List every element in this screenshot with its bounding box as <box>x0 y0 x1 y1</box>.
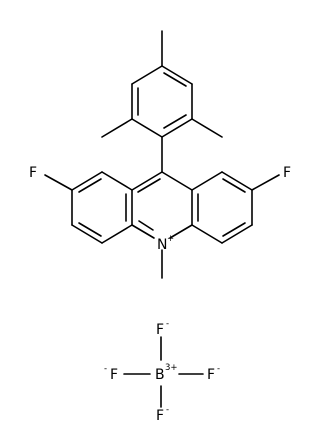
double-bond-inner <box>138 220 154 231</box>
nitrogen-charge: + <box>167 234 174 244</box>
bond <box>131 224 155 239</box>
central-ring <box>131 171 193 239</box>
double-bond-inner <box>78 222 102 237</box>
bond <box>221 171 253 191</box>
double-bond-inner <box>222 222 246 237</box>
left-benzo-ring <box>44 171 133 244</box>
bond <box>71 171 103 191</box>
bond <box>191 224 223 244</box>
bond <box>161 118 193 138</box>
right-benzo-ring <box>191 171 280 244</box>
double-bond-inner <box>163 72 187 87</box>
double-bond-inner <box>222 178 246 193</box>
bond <box>169 224 193 239</box>
ortho-methyl-right-bond <box>191 118 223 138</box>
bond <box>131 65 163 85</box>
bond <box>101 171 133 191</box>
bf4-fluorine-left: F <box>110 367 118 383</box>
methyl-groups <box>101 30 223 138</box>
boron-charge: 3+ <box>165 363 178 373</box>
bf4-fluorine-left-charge: - <box>104 364 107 374</box>
c-f-bond-right <box>251 174 280 191</box>
bond <box>131 118 163 138</box>
double-bond-inner <box>137 178 161 193</box>
bf4-fluorine-right: F <box>207 367 215 383</box>
bond <box>161 65 193 85</box>
bf4-fluorine-bottom: F <box>156 408 164 424</box>
bond <box>71 224 103 244</box>
bond <box>221 224 253 244</box>
fluorine-right-label: F <box>283 165 291 181</box>
ortho-methyl-left-bond <box>101 118 133 138</box>
bond <box>161 171 193 191</box>
double-bond-inner <box>78 178 102 193</box>
nitrogen-label: N <box>157 237 167 253</box>
boron-label: B <box>155 367 165 383</box>
bf4-fluorine-bottom-charge: - <box>166 405 169 415</box>
bond <box>131 171 163 191</box>
double-bond-inner <box>163 114 187 129</box>
mesityl-ring <box>131 65 193 138</box>
bf4-fluorine-top: F <box>156 322 164 338</box>
bf4-fluorine-right-charge: - <box>217 364 220 374</box>
c-f-bond-left <box>44 174 73 191</box>
fluorine-left-label: F <box>29 165 37 181</box>
bond <box>101 224 133 244</box>
tetrafluoroborate: F - - F B 3+ F - F - <box>104 319 220 424</box>
bond <box>191 171 223 191</box>
bf4-fluorine-top-charge: - <box>166 319 169 329</box>
